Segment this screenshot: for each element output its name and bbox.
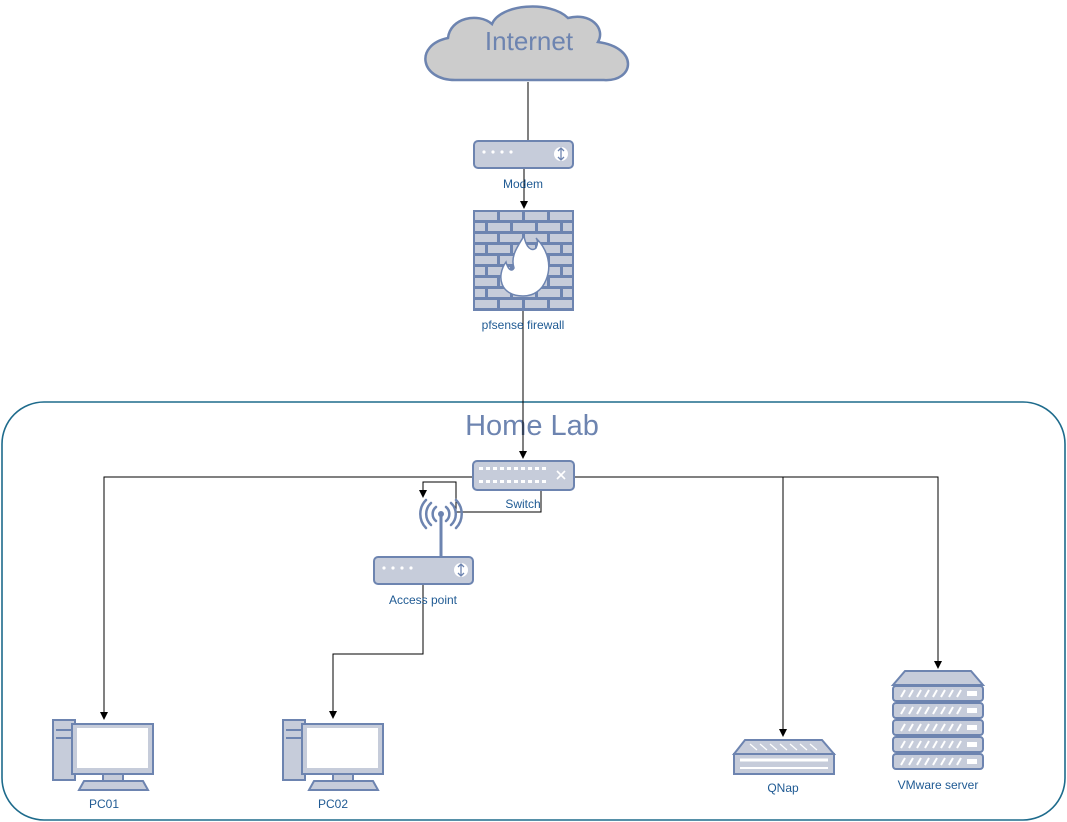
server-rack-icon [890, 670, 986, 770]
home-lab-title: Home Lab [465, 410, 599, 442]
qnap-label: QNap [767, 781, 799, 795]
pc01-node[interactable]: PC01 [52, 719, 154, 811]
modem-icon [473, 140, 574, 169]
edge-switch-accesspoint [419, 481, 542, 513]
edge-switch-pc01 [100, 476, 473, 720]
edge-switch-vmware [783, 476, 942, 669]
switch-node[interactable]: Switch [472, 460, 575, 511]
internet-cloud[interactable]: Internet [424, 5, 630, 82]
switch-icon [472, 460, 575, 491]
access-point-label: Access point [389, 593, 458, 607]
cloud-label: Internet [485, 26, 574, 56]
qnap-node[interactable]: QNap [731, 739, 837, 795]
home-lab-container[interactable]: Home Lab [1, 401, 1066, 821]
desktop-pc-icon [52, 719, 154, 791]
pc01-label: PC01 [89, 797, 119, 811]
vmware-label: VMware server [898, 778, 979, 792]
firewall-label: pfsense firewall [482, 318, 565, 332]
wireless-antenna-icon [419, 498, 463, 560]
access-point-node[interactable]: Access point [373, 498, 474, 607]
modem-label: Modem [503, 177, 543, 191]
switch-label: Switch [505, 497, 540, 511]
access-point-icon [373, 556, 474, 585]
desktop-pc-icon [282, 719, 384, 791]
pc02-node[interactable]: PC02 [282, 719, 384, 811]
pc02-label: PC02 [318, 797, 348, 811]
firewall-icon [473, 210, 574, 311]
nas-icon [731, 739, 837, 775]
edge-accesspoint-pc02 [329, 584, 424, 719]
connections [100, 82, 942, 737]
cloud-icon [424, 5, 630, 82]
modem-node[interactable]: Modem [473, 140, 574, 191]
vmware-node[interactable]: VMware server [890, 670, 986, 792]
firewall-node[interactable]: pfsense firewall [473, 210, 574, 332]
